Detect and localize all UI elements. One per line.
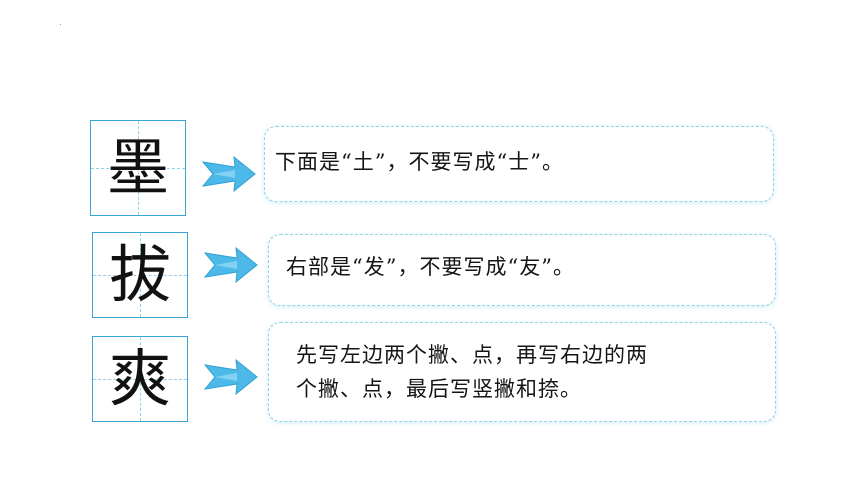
- note-text-2: 右部是“发”，不要写成“友”。: [286, 250, 575, 284]
- note-line: 下面是“土”，不要写成“士”。: [275, 150, 564, 174]
- char-box-2: 拔: [92, 232, 188, 318]
- note-box-1: [264, 126, 774, 202]
- note-text-1: 下面是“土”，不要写成“士”。: [275, 145, 564, 179]
- grid-line-horizontal: [93, 275, 187, 276]
- note-line: 个撇、点，最后写竖撇和捺。: [296, 377, 582, 401]
- note-line: 右部是“发”，不要写成“友”。: [286, 255, 575, 279]
- grid-line-horizontal: [93, 379, 187, 380]
- note-box-3: [268, 322, 776, 422]
- char-box-1: 墨: [90, 120, 186, 216]
- right-arrow-icon: [203, 246, 258, 284]
- right-arrow-icon: [201, 155, 256, 193]
- note-box-2: [268, 234, 776, 306]
- note-line: 先写左边两个撇、点，再写右边的两: [296, 343, 648, 367]
- character-glyph: 墨: [106, 131, 169, 204]
- grid-line-horizontal: [91, 168, 185, 169]
- char-box-3: 爽: [92, 336, 188, 422]
- note-text-3: 先写左边两个撇、点，再写右边的两 个撇、点，最后写竖撇和捺。: [296, 338, 648, 406]
- character-glyph: 拔: [108, 238, 171, 311]
- corner-dot: [60, 24, 61, 25]
- character-glyph: 爽: [108, 342, 171, 415]
- right-arrow-icon: [203, 358, 258, 396]
